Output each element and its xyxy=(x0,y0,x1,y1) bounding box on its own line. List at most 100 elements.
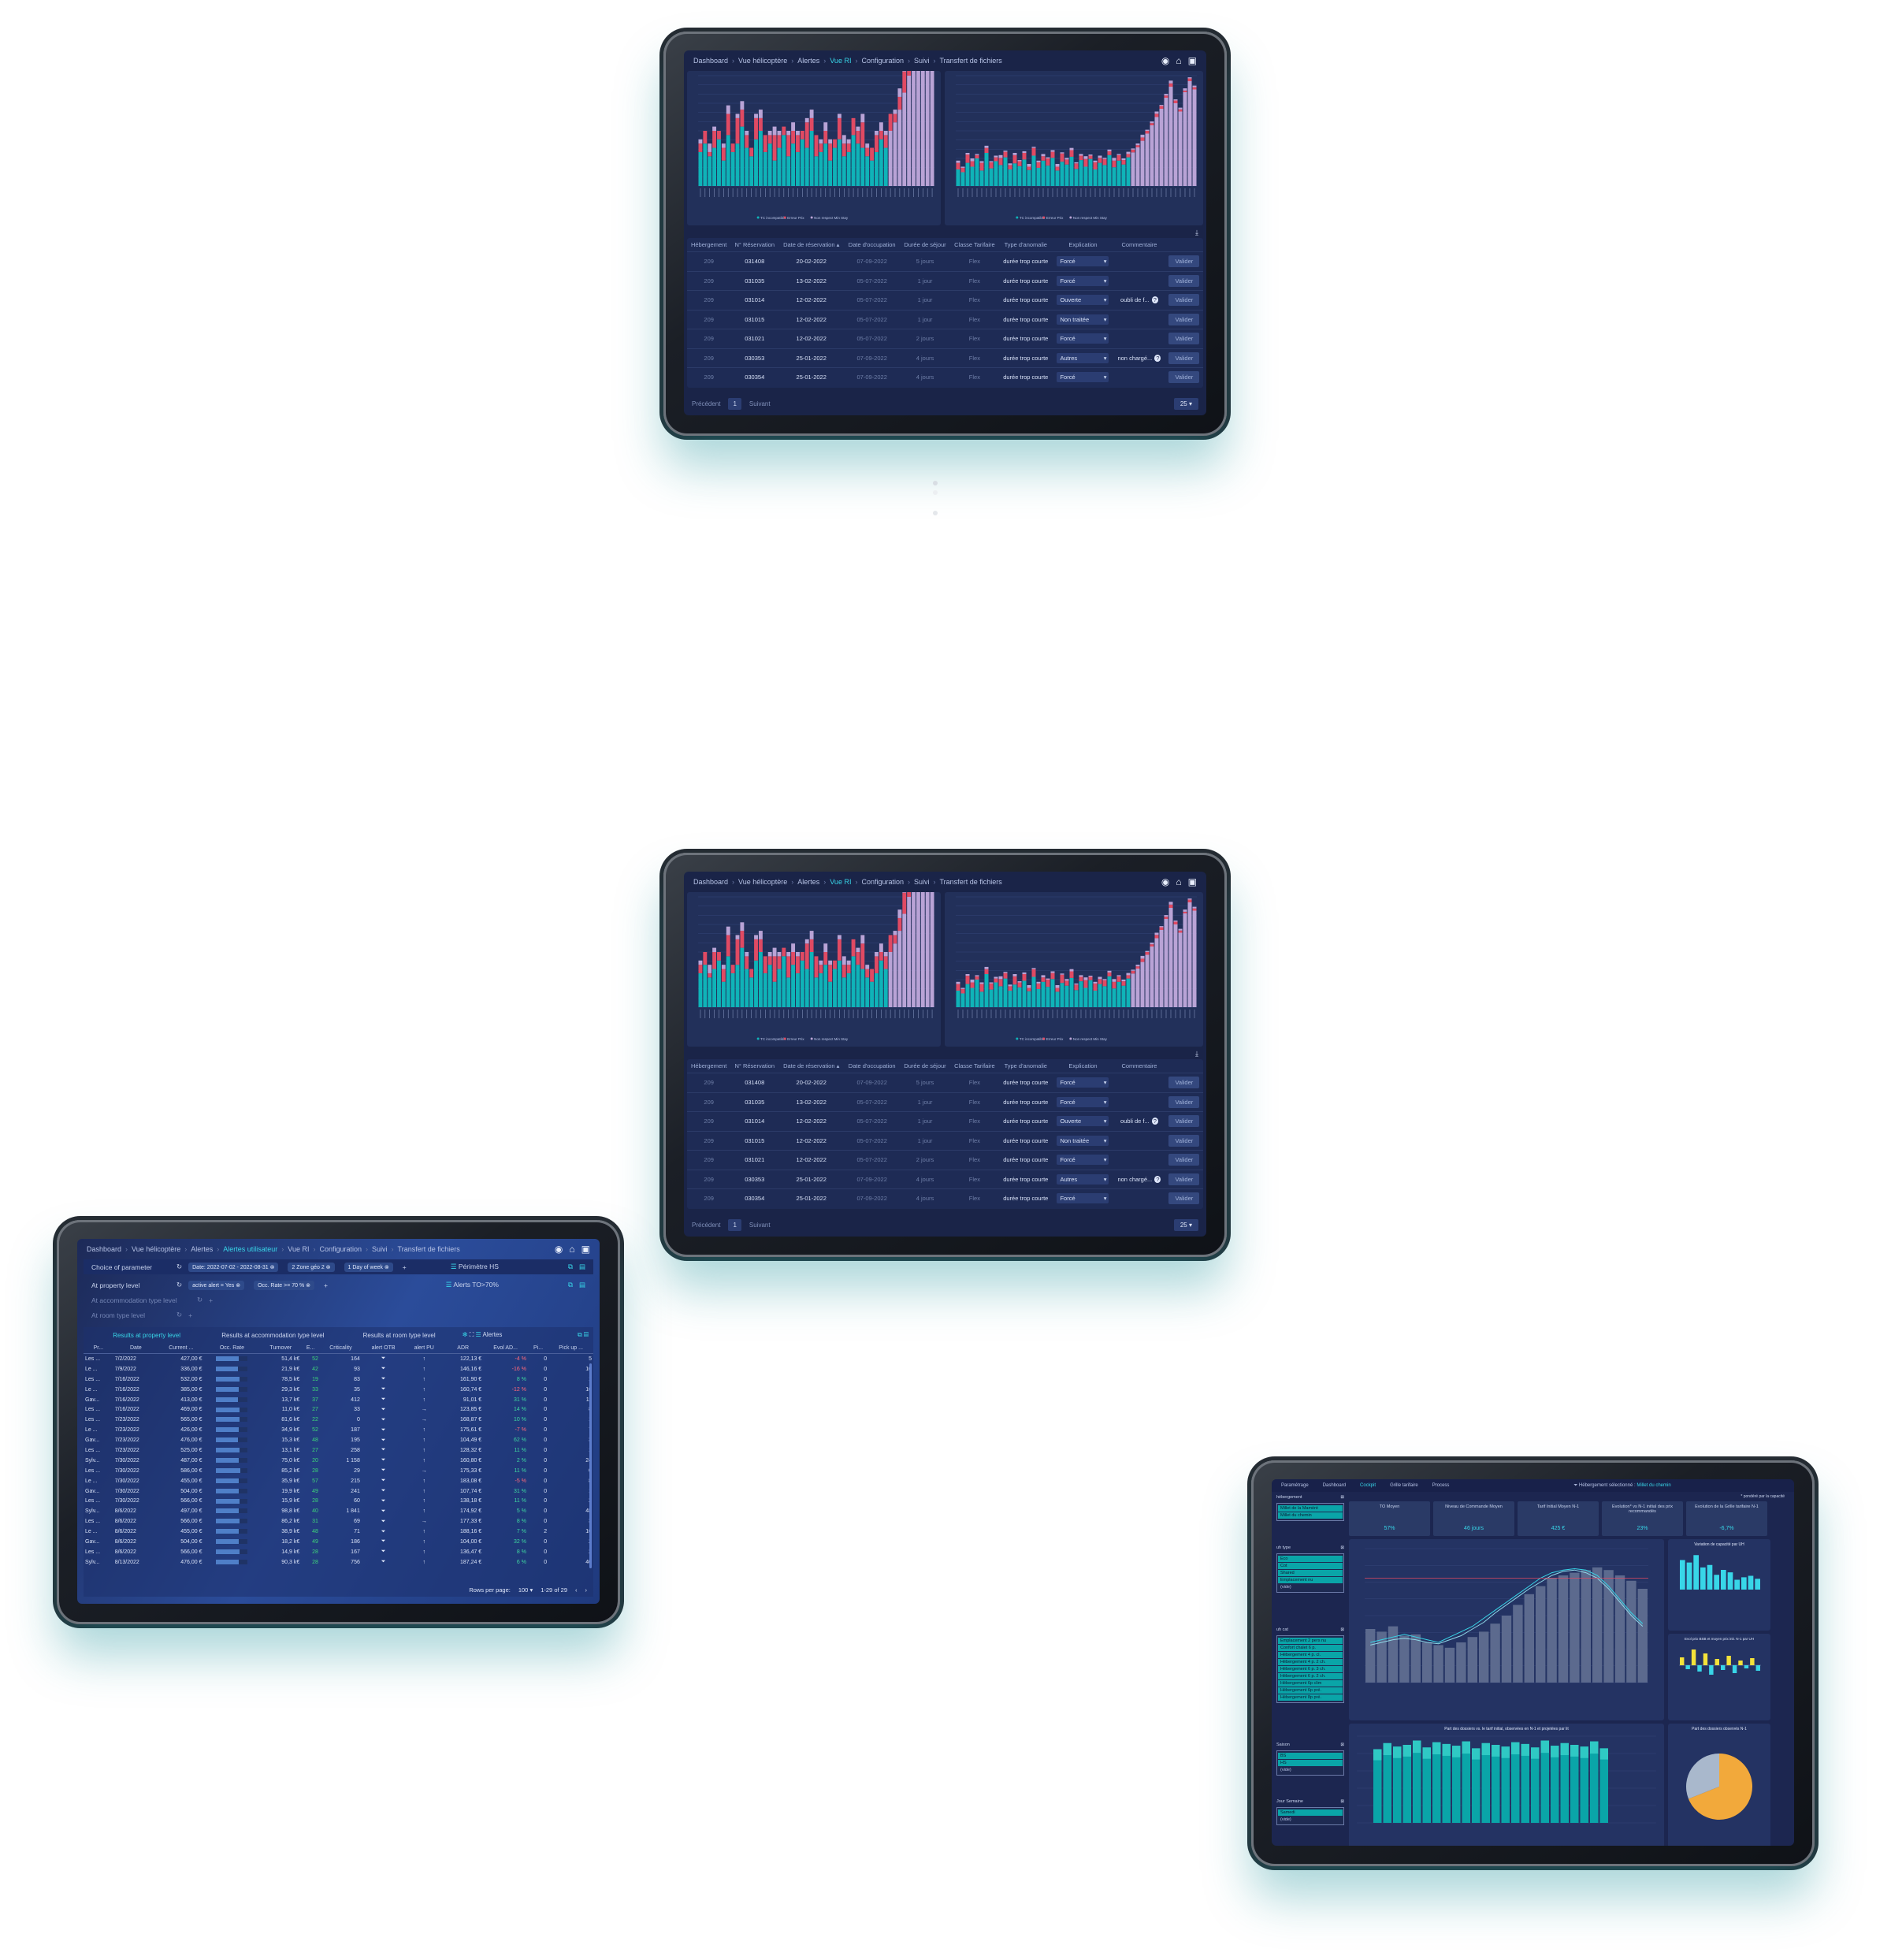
rows-per-page-select[interactable]: 100 ▾ xyxy=(518,1586,533,1594)
column-header[interactable]: Date d'occupation xyxy=(848,1062,896,1069)
column-header[interactable] xyxy=(1165,238,1203,252)
commentaire-text[interactable]: oubli de f... xyxy=(1120,296,1150,304)
per-page-select[interactable]: 25 ▾ xyxy=(1173,1218,1198,1231)
prev-page-icon[interactable]: ‹ xyxy=(575,1586,578,1594)
nav-vue-helicoptere[interactable]: Vue hélicoptère xyxy=(132,1245,181,1253)
valider-button[interactable]: Valider xyxy=(1168,1115,1200,1128)
column-header[interactable]: N° Réservation xyxy=(734,1062,775,1069)
filter-item[interactable]: Millet de la Mamèré xyxy=(1278,1505,1343,1512)
save-icon[interactable]: ▤ xyxy=(578,1281,585,1289)
nav-transfert[interactable]: Transfert de fichiers xyxy=(939,878,1002,886)
lock-icon[interactable]: ▣ xyxy=(1187,55,1197,66)
download-icon[interactable]: ⤓ xyxy=(1195,1050,1198,1058)
filter-item[interactable]: Hébergement 4 p. cl. xyxy=(1278,1652,1343,1658)
column-header[interactable]: Explication xyxy=(1068,1062,1098,1069)
lock-icon[interactable]: ▣ xyxy=(1187,876,1197,887)
column-header[interactable]: Hébergement xyxy=(690,241,727,248)
explication-select[interactable]: Forcé xyxy=(1057,256,1109,267)
valider-button[interactable]: Valider xyxy=(1168,1134,1200,1147)
home-icon[interactable]: ⌂ xyxy=(569,1244,575,1255)
filter-item[interactable]: Eco xyxy=(1278,1556,1343,1562)
nav-suivi[interactable]: Suivi xyxy=(914,57,930,65)
column-header[interactable]: alert OTB xyxy=(361,1343,406,1354)
filter-item[interactable]: Hébergement 6 p. 3 ch. xyxy=(1278,1666,1343,1672)
explication-select[interactable]: Forcé xyxy=(1057,333,1109,344)
filter-item[interactable]: Hébergement 6p pré. xyxy=(1278,1687,1343,1694)
column-header[interactable]: Commentaire xyxy=(1121,241,1157,248)
chip[interactable]: active alert = Yes ⊗ xyxy=(188,1280,245,1290)
copy-icon[interactable]: ⧉ xyxy=(567,1281,573,1289)
next-button[interactable]: Suivant xyxy=(749,1221,771,1229)
next-page-icon[interactable]: › xyxy=(585,1586,588,1594)
refresh-icon[interactable]: ↻ xyxy=(197,1296,203,1304)
nav-configuration[interactable]: Configuration xyxy=(319,1245,362,1253)
column-header[interactable]: Date de réservation ▴ xyxy=(783,1062,840,1069)
explication-select[interactable]: Forcé xyxy=(1057,275,1109,286)
info-icon[interactable]: ? xyxy=(1151,1118,1158,1125)
column-header[interactable]: Evol AD... xyxy=(483,1343,528,1354)
column-header[interactable]: Durée de séjour xyxy=(904,1062,946,1069)
valider-button[interactable]: Valider xyxy=(1168,371,1200,384)
settings-icon[interactable]: ✻ xyxy=(462,1331,468,1338)
filter-item[interactable]: Cot xyxy=(1278,1563,1343,1569)
column-header[interactable] xyxy=(1165,1059,1203,1073)
filter-item[interactable]: Hébergement 6 p. 2 ch. xyxy=(1278,1673,1343,1679)
filter-item[interactable]: Shared xyxy=(1278,1570,1343,1576)
column-header[interactable]: Hébergement xyxy=(690,1062,727,1069)
valider-button[interactable]: Valider xyxy=(1168,333,1200,345)
column-header[interactable]: Pr... xyxy=(84,1343,113,1354)
tab-accommodation-level[interactable]: Results at accommodation type level xyxy=(221,1331,325,1339)
home-icon[interactable]: ⌂ xyxy=(1176,876,1182,887)
column-header[interactable]: N° Réservation xyxy=(734,241,775,248)
tab-property-level[interactable]: Results at property level xyxy=(113,1331,181,1339)
chip[interactable]: Occ. Rate >= 70 % ⊗ xyxy=(254,1280,315,1290)
chip[interactable]: 1 Day of week ⊗ xyxy=(344,1262,393,1272)
explication-select[interactable]: Forcé xyxy=(1057,1155,1109,1166)
copy-icon[interactable]: ⧉ xyxy=(567,1263,573,1270)
filter-clear-icon[interactable]: ⊠ xyxy=(1340,1742,1344,1747)
add-icon[interactable]: + xyxy=(188,1311,193,1319)
explication-select[interactable]: Forcé xyxy=(1057,372,1109,383)
nav-transfert[interactable]: Transfert de fichiers xyxy=(397,1245,460,1253)
home-icon[interactable]: ⌂ xyxy=(1176,55,1182,66)
filter-item[interactable]: (vide) xyxy=(1280,1768,1291,1772)
explication-select[interactable]: Forcé xyxy=(1057,1096,1109,1107)
next-button[interactable]: Suivant xyxy=(749,400,771,407)
info-icon[interactable]: ? xyxy=(1154,354,1161,362)
filter-item[interactable]: BS xyxy=(1278,1753,1343,1759)
valider-button[interactable]: Valider xyxy=(1168,1154,1200,1166)
prev-button[interactable]: Précédent xyxy=(692,1221,721,1229)
alerts-to-label[interactable]: ☰ Alerts TO>70% xyxy=(445,1281,499,1289)
explication-select[interactable]: Forcé xyxy=(1057,1077,1109,1088)
explication-select[interactable]: Autres xyxy=(1057,1173,1109,1185)
expand-icon[interactable]: ⛶ xyxy=(469,1331,474,1338)
nav-vue-ri[interactable]: Vue RI xyxy=(288,1245,310,1253)
page-number[interactable]: 1 xyxy=(728,397,741,410)
column-header[interactable]: Date xyxy=(113,1343,159,1354)
table-scrollbar[interactable] xyxy=(589,1363,592,1568)
lock-icon[interactable]: ▣ xyxy=(581,1244,590,1255)
user-icon[interactable]: ◉ xyxy=(1161,876,1170,887)
nav-vue-helicoptere[interactable]: Vue hélicoptère xyxy=(738,57,788,65)
refresh-icon[interactable]: ↻ xyxy=(176,1263,183,1270)
valider-button[interactable]: Valider xyxy=(1168,1192,1200,1205)
nav-dashboard[interactable]: Dashboard xyxy=(87,1245,122,1253)
